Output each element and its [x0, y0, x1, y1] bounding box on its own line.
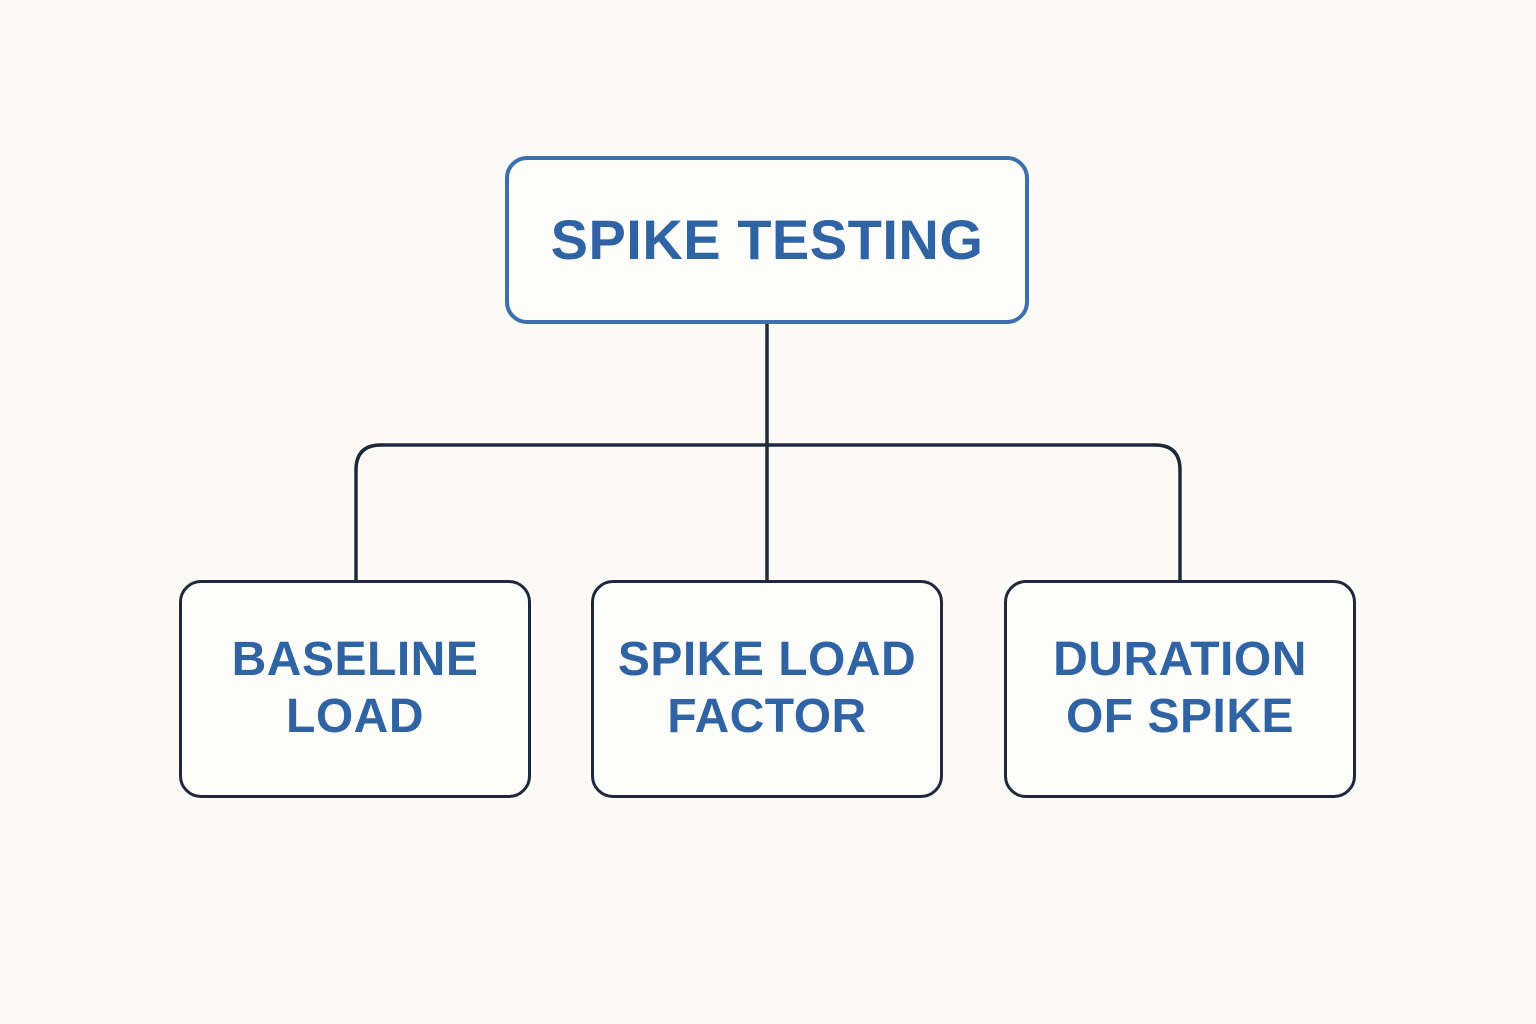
horizontal-bus-connector — [354, 443, 1182, 580]
child-node-duration-of-spike: DURATION OF SPIKE — [1004, 580, 1356, 798]
root-node-label: SPIKE TESTING — [550, 207, 984, 271]
child-node-label-line-2: FACTOR — [667, 690, 867, 743]
child-node-label-line-2: LOAD — [286, 690, 424, 743]
child-node-label-line-2: OF SPIKE — [1065, 690, 1295, 743]
child-node-baseline-load: BASELINE LOAD — [179, 580, 531, 798]
child-node-label-line-1: DURATION — [1053, 633, 1307, 687]
child-node-label-line-1: BASELINE — [231, 633, 479, 687]
root-node: SPIKE TESTING — [505, 156, 1029, 324]
child-node-label-line-1: SPIKE LOAD — [617, 633, 917, 687]
child-node-spike-load-factor: SPIKE LOAD FACTOR — [591, 580, 943, 798]
